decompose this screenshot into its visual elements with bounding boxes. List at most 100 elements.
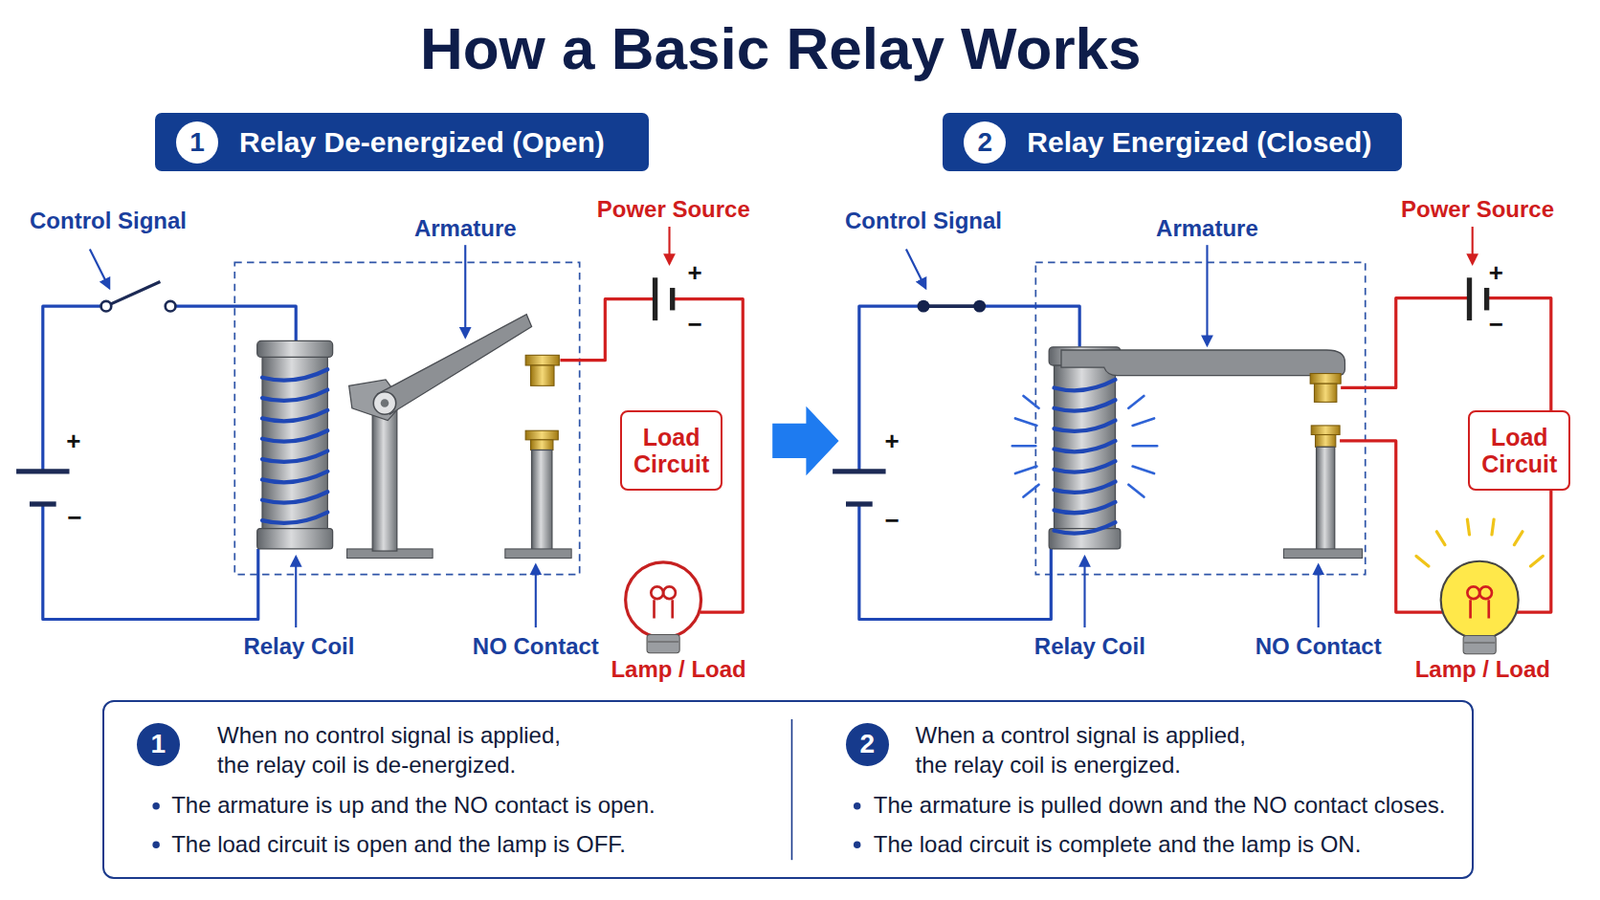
coil-winding [262,512,328,524]
coil-winding [1054,482,1116,493]
part-label: NO Contact [472,634,600,660]
bullet-text: The load circuit is open and the lamp is… [171,832,626,858]
coil-core [1054,363,1116,532]
part-label: Armature [1155,216,1259,242]
leader-line [534,565,537,628]
part-label: Power Source [1400,197,1555,223]
polarity-sign: − [1488,311,1504,339]
explanation-text: When a control signal is applied, the re… [914,720,1267,780]
bullet-text: The armature is pulled down and the NO c… [873,793,1446,819]
armature-pivot [380,399,390,408]
section-header: 2 Relay Energized (Closed) [942,112,1402,172]
polarity-sign: − [688,311,703,339]
battery-symbol [832,468,886,474]
step-number-badge: 1 [136,723,180,767]
lamp-filament [1466,586,1480,600]
step-number: 1 [150,730,166,760]
polarity-sign: + [688,259,703,288]
coil-core [262,355,328,531]
contact-body [530,365,555,386]
step-number-badge: 2 [845,723,889,767]
lamp-filament [663,586,676,600]
leader-line [89,248,110,289]
part-label: Relay Coil [243,634,355,660]
battery-symbol [845,501,873,507]
leader-line [464,244,467,337]
contact-cap [525,355,559,366]
load-circuit-box: Load Circuit [620,410,723,491]
leader-line [1471,226,1474,264]
explanation-panel: When no control signal is applied, the r… [102,700,1474,881]
leader-line [667,226,670,264]
box-label: Load Circuit [1475,423,1563,480]
switch-lever [106,282,161,308]
transition-arrow [772,406,839,477]
battery-symbol [669,288,675,311]
polarity-sign: + [66,427,81,456]
control-wire [979,306,1081,348]
load-wire [1339,441,1444,613]
contact-base [1283,549,1362,559]
leader-line [906,248,926,289]
explanation-text: When no control signal is applied, the r… [217,720,579,780]
contact-post [532,450,553,552]
polarity-sign: − [66,504,82,533]
leader-line [1317,565,1320,628]
battery-symbol [652,277,658,321]
contact-cap [525,430,558,441]
switch-terminal [917,300,931,313]
lamp-base [647,641,679,643]
control-wire [43,306,102,472]
contact-body [530,440,553,451]
armature-arm [377,314,533,416]
light-rays [1416,519,1543,567]
lamp-base [1463,636,1496,655]
lamp-base [646,635,680,654]
coil-winding [1054,379,1116,391]
lamp-bulb [625,562,702,639]
contact-body [1313,383,1336,402]
load-wire [559,299,653,361]
coil-winding [262,410,328,422]
contact-post [1316,446,1335,551]
coil-winding [1054,461,1116,472]
relay-housing [1035,262,1365,575]
relay-housing [234,262,579,575]
control-wire [859,306,924,472]
section-heading: Relay De-energized (Open) [239,126,605,158]
section-heading: Relay Energized (Closed) [1026,126,1372,158]
lamp-filament [1470,600,1489,619]
step-number: 1 [176,121,219,164]
polarity-sign: − [884,507,899,535]
armature-arm [1061,350,1345,377]
coil-winding [262,451,328,463]
contact-cap [1311,425,1340,436]
leader-line [1083,556,1086,628]
control-wire [175,306,296,341]
bullet-dot [152,802,159,810]
coil-winding [1054,400,1116,411]
coil-winding [1054,522,1116,534]
step-number: 2 [963,121,1006,164]
diagram-title: How a Basic Relay Works [420,16,1142,82]
magnetic-field-rays [1012,396,1040,498]
lamp-filament [654,600,673,619]
coil-winding [262,430,328,442]
switch-terminal [165,301,177,312]
bullet-text: The load circuit is complete and the lam… [873,832,1362,858]
signal-label: Control Signal [844,208,1002,234]
lamp-bulb [1441,561,1519,640]
box-label: Load Circuit [627,423,715,480]
switch-terminal [101,301,112,312]
coil-winding [262,390,328,401]
part-label: Relay Coil [1034,634,1146,660]
part-label: Armature [414,216,517,242]
bullet-dot [853,802,861,810]
coil-winding [1054,421,1116,432]
switch-terminal [973,300,986,313]
part-label: Lamp / Load [610,657,746,683]
coil-winding [262,471,328,483]
coil-winding [1054,502,1116,513]
step-number: 2 [860,730,876,760]
bullet-dot [853,841,861,848]
